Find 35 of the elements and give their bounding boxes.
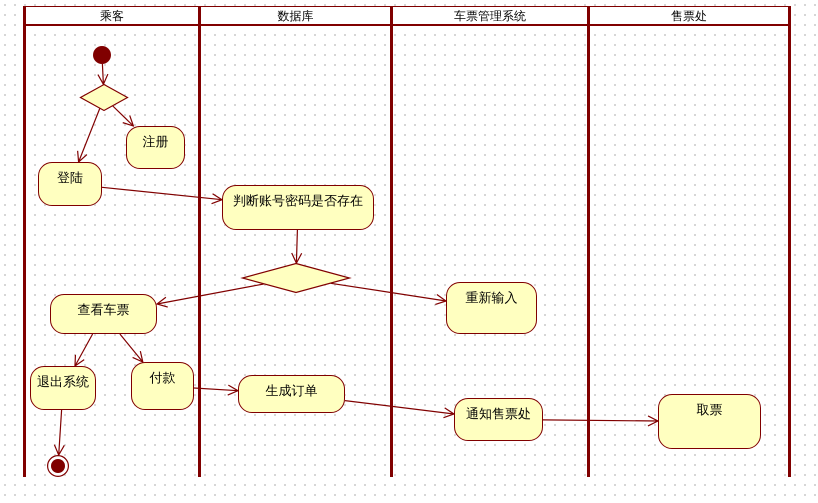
- arrow: [97, 64, 108, 85]
- arrow: [291, 230, 302, 264]
- decision-diamond: [80, 84, 128, 111]
- lane-header: 乘客: [26, 6, 198, 26]
- activity-box: 付款: [131, 362, 194, 410]
- arrow: [77, 108, 100, 163]
- end-circle: [47, 455, 69, 477]
- arrow: [119, 334, 144, 363]
- swimlane: [23, 6, 198, 477]
- lane-header: 售票处: [590, 6, 788, 26]
- activity-box: 退出系统: [30, 366, 96, 410]
- arrow: [344, 400, 455, 418]
- arrow: [543, 415, 659, 426]
- decision-diamond: [242, 263, 350, 293]
- lane-header: 车票管理系统: [393, 6, 587, 26]
- activity-box: 通知售票处: [454, 398, 543, 441]
- activity-box: 重新输入: [446, 282, 537, 334]
- activity-box: 判断账号密码是否存在: [222, 185, 374, 230]
- swimlane: [390, 6, 587, 477]
- arrow: [112, 106, 134, 127]
- activity-box: 登陆: [38, 162, 102, 206]
- arrow: [156, 283, 264, 308]
- activity-box: 注册: [126, 126, 185, 169]
- swimlane: [587, 6, 791, 477]
- activity-box: 生成订单: [238, 375, 345, 413]
- arrow: [194, 384, 239, 396]
- activity-box: 取票: [658, 394, 761, 449]
- start-circle: [93, 46, 111, 64]
- activity-box: 查看车票: [50, 294, 157, 334]
- arrow: [330, 282, 447, 306]
- swimlane: [198, 6, 390, 477]
- arrow: [74, 334, 94, 367]
- arrow: [102, 186, 223, 204]
- arrow: [54, 410, 65, 456]
- lane-header: 数据库: [201, 6, 390, 26]
